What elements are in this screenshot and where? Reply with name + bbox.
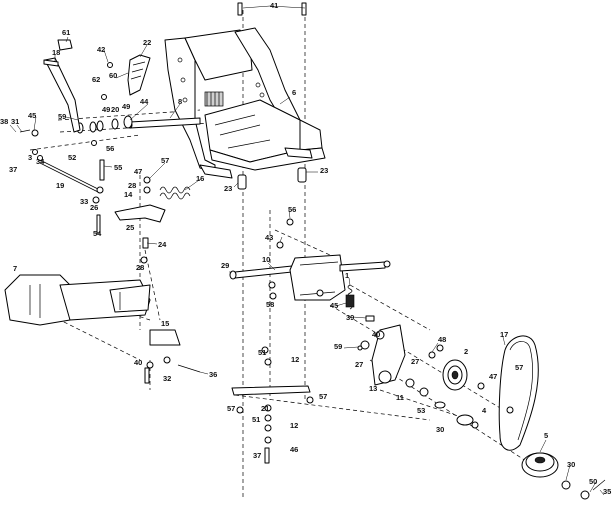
callout-30b: 30 [567, 460, 575, 469]
callout-46: 46 [290, 445, 298, 454]
idler-spring [345, 284, 355, 310]
callout-43: 43 [265, 233, 273, 242]
rod [39, 159, 101, 194]
callout-57a: 57 [161, 156, 169, 165]
callout-17: 17 [500, 330, 508, 339]
callout-30a: 30 [436, 425, 444, 434]
callout-28a: 28 [128, 181, 136, 190]
callout-26: 26 [90, 203, 98, 212]
callout-22: 22 [143, 38, 151, 47]
bracket [114, 204, 166, 223]
callout-54: 54 [93, 229, 102, 238]
callout-40b: 40 [134, 358, 142, 367]
deck-bracket [4, 274, 151, 326]
callout-34: 34 [36, 157, 45, 166]
callout-27a: 27 [355, 360, 363, 369]
callout-47b: 47 [489, 372, 497, 381]
callout-31: 31 [11, 117, 19, 126]
small-pulleys [434, 401, 514, 429]
callout-21: 21 [261, 404, 269, 413]
callout-53: 53 [417, 406, 425, 415]
callout-32: 32 [163, 374, 171, 383]
leader-lines [9, 5, 605, 496]
callout-1: 1 [345, 271, 349, 280]
callout-12a: 12 [291, 355, 299, 364]
main-frame [164, 27, 326, 179]
callout-10: 10 [262, 255, 270, 264]
callout-52: 52 [68, 153, 76, 162]
callout-23b: 23 [320, 166, 328, 175]
callout-25: 25 [126, 223, 134, 232]
callout-48: 48 [438, 335, 446, 344]
idler-bracket [357, 315, 406, 386]
callout-24: 24 [158, 240, 167, 249]
callout-45b: 45 [330, 301, 338, 310]
callout-51a: 51 [258, 348, 266, 357]
bushings [76, 115, 133, 134]
callout-39: 39 [346, 313, 354, 322]
callout-15: 15 [161, 319, 169, 328]
callout-8: 8 [178, 97, 182, 106]
callout-59: 59 [58, 112, 66, 121]
callout-7: 7 [13, 264, 17, 273]
drive-pulley [521, 452, 606, 500]
pins [237, 2, 307, 190]
callout-47a: 47 [134, 167, 142, 176]
spring [159, 186, 191, 200]
callout-18: 18 [52, 48, 60, 57]
callout-57c: 57 [227, 404, 235, 413]
callout-40a: 40 [372, 330, 380, 339]
callout-6: 6 [292, 88, 296, 97]
drive-belt [498, 335, 539, 451]
callout-45: 45 [28, 111, 36, 120]
callout-38: 38 [0, 117, 8, 126]
callout-37a: 37 [9, 165, 17, 174]
plate [144, 329, 201, 384]
callout-23a: 23 [224, 184, 232, 193]
callout-16: 16 [196, 174, 204, 183]
callout-56a: 56 [106, 144, 114, 153]
callout-44: 44 [140, 97, 149, 106]
callout-33: 33 [80, 197, 88, 206]
callout-5: 5 [544, 431, 548, 440]
callout-59b: 59 [334, 342, 342, 351]
callout-55: 55 [114, 163, 122, 172]
callout-57b: 57 [515, 363, 523, 372]
callout-labels: 41 61 42 22 60 62 18 45 38 31 59 49 20 4… [0, 1, 611, 496]
idler-arm-assembly [229, 218, 391, 301]
idler-pulley [405, 344, 485, 397]
callout-56b: 56 [288, 205, 296, 214]
control-lever [127, 54, 151, 96]
hardware-column [19, 62, 151, 264]
callout-37b: 37 [253, 451, 261, 460]
callout-12b: 12 [290, 421, 298, 430]
callout-62: 62 [92, 75, 100, 84]
callout-2: 2 [464, 347, 468, 356]
callout-50: 50 [589, 477, 597, 486]
callout-51b: 51 [252, 415, 260, 424]
callout-20: 20 [111, 105, 119, 114]
callout-49b: 49 [122, 102, 130, 111]
callout-4: 4 [482, 406, 487, 415]
callout-14: 14 [124, 190, 133, 199]
lower-link [231, 346, 314, 464]
callout-11: 11 [396, 393, 404, 402]
callout-27b: 27 [411, 357, 419, 366]
callout-41: 41 [270, 1, 278, 10]
callout-49a: 49 [102, 105, 110, 114]
callout-57d: 57 [319, 392, 327, 401]
callout-42: 42 [97, 45, 105, 54]
callout-28b: 28 [136, 263, 144, 272]
callout-3: 3 [28, 153, 32, 162]
callout-36: 36 [209, 370, 217, 379]
callout-19: 19 [56, 181, 64, 190]
callout-58: 58 [266, 300, 274, 309]
callout-29: 29 [221, 261, 229, 270]
callout-35: 35 [603, 487, 611, 496]
callout-61: 61 [62, 28, 70, 37]
callout-60: 60 [109, 71, 117, 80]
callout-13: 13 [369, 384, 377, 393]
